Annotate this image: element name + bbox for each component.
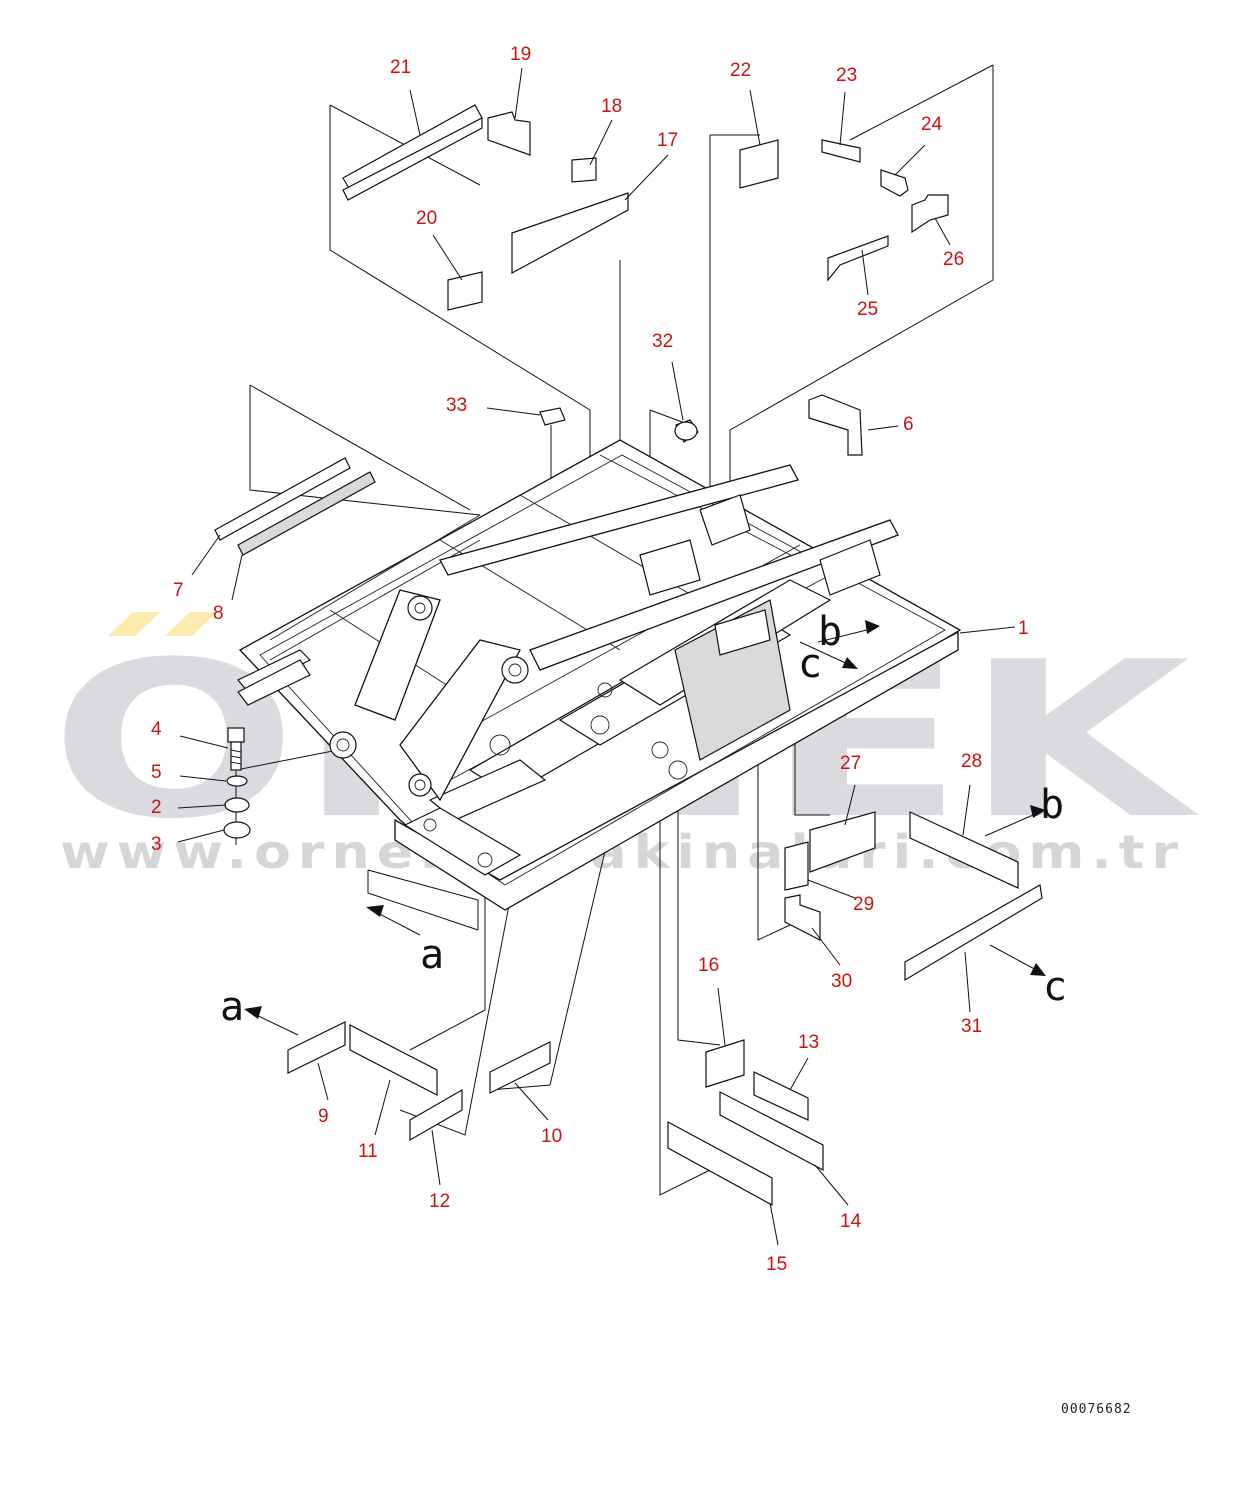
view-arrows: a a b c b c bbox=[220, 609, 1067, 1036]
callout-6: 6 bbox=[903, 414, 914, 435]
callout-16: 16 bbox=[698, 955, 719, 976]
part-27 bbox=[809, 811, 876, 873]
watermark-accent bbox=[165, 612, 217, 636]
callout-14: 14 bbox=[840, 1211, 862, 1232]
callout-9: 9 bbox=[318, 1106, 329, 1127]
callout-leaders bbox=[177, 67, 1016, 1246]
part-4 bbox=[227, 727, 245, 771]
part-12 bbox=[409, 1088, 463, 1142]
callout-27: 27 bbox=[840, 753, 861, 774]
callout-10: 10 bbox=[541, 1126, 562, 1147]
callout-4: 4 bbox=[151, 719, 162, 740]
watermark-accent bbox=[108, 612, 160, 636]
part-23 bbox=[821, 139, 861, 163]
view-marker-b: b bbox=[818, 609, 842, 655]
callout-12: 12 bbox=[429, 1191, 450, 1212]
part-11 bbox=[349, 1024, 438, 1096]
part-2 bbox=[224, 797, 250, 813]
part-33 bbox=[539, 407, 566, 426]
part-28 bbox=[909, 811, 1019, 889]
part-25 bbox=[827, 235, 889, 282]
callout-28: 28 bbox=[961, 751, 982, 772]
callout-3: 3 bbox=[151, 834, 162, 855]
part-31 bbox=[904, 884, 1043, 982]
callout-23: 23 bbox=[836, 65, 857, 86]
callout-8: 8 bbox=[213, 603, 224, 624]
callout-25: 25 bbox=[857, 299, 878, 320]
callout-22: 22 bbox=[730, 60, 751, 81]
view-marker-a: a bbox=[420, 932, 444, 978]
callout-32: 32 bbox=[652, 331, 673, 352]
callout-20: 20 bbox=[416, 208, 437, 229]
callout-15: 15 bbox=[766, 1254, 787, 1275]
callout-24: 24 bbox=[921, 114, 943, 135]
part-29 bbox=[784, 841, 809, 891]
part-15 bbox=[667, 1120, 773, 1207]
callout-19: 19 bbox=[510, 44, 531, 65]
part-19 bbox=[487, 111, 531, 156]
main-frame bbox=[237, 439, 962, 911]
part-22 bbox=[739, 139, 779, 189]
view-marker-c: c bbox=[798, 641, 822, 687]
part-21 bbox=[342, 104, 483, 191]
part-8 bbox=[237, 471, 376, 556]
part-14 bbox=[719, 1091, 824, 1172]
callout-11: 11 bbox=[358, 1141, 378, 1162]
part-20 bbox=[447, 271, 483, 311]
callout-13: 13 bbox=[798, 1032, 819, 1053]
parts-drawing bbox=[214, 104, 1043, 1207]
view-arrow-b bbox=[984, 811, 1041, 837]
part-26 bbox=[911, 194, 949, 234]
part-30 bbox=[784, 894, 821, 941]
part-5 bbox=[226, 775, 248, 787]
part-13 bbox=[753, 1071, 809, 1121]
part-24 bbox=[880, 169, 909, 197]
callout-30: 30 bbox=[831, 971, 852, 992]
part-18 bbox=[571, 157, 597, 183]
view-marker-c: c bbox=[1043, 964, 1067, 1010]
view-arrow-b bbox=[817, 627, 876, 643]
callout-7: 7 bbox=[173, 580, 184, 601]
callout-31: 31 bbox=[961, 1016, 982, 1037]
callout-21: 21 bbox=[390, 57, 411, 78]
callouts: 1 2 3 4 5 6 7 8 9 10 11 12 13 14 15 16 1… bbox=[151, 44, 1029, 1275]
callout-1: 1 bbox=[1018, 618, 1029, 639]
drawing-code: 00076682 bbox=[1061, 1402, 1132, 1417]
part-6 bbox=[808, 394, 863, 456]
callout-5: 5 bbox=[151, 762, 162, 783]
view-arrow-c bbox=[799, 641, 853, 667]
view-marker-b: b bbox=[1040, 782, 1064, 828]
callout-33: 33 bbox=[446, 395, 467, 416]
part-9 bbox=[287, 1021, 346, 1074]
callout-2: 2 bbox=[151, 797, 162, 818]
callout-29: 29 bbox=[853, 894, 874, 915]
view-marker-a: a bbox=[220, 984, 244, 1030]
callout-18: 18 bbox=[601, 96, 622, 117]
part-3 bbox=[223, 821, 251, 839]
callout-17: 17 bbox=[657, 130, 678, 151]
callout-26: 26 bbox=[943, 249, 964, 270]
view-arrow-c bbox=[989, 944, 1041, 973]
part-10 bbox=[489, 1041, 551, 1094]
part-17 bbox=[511, 192, 629, 275]
part-16 bbox=[705, 1039, 745, 1088]
